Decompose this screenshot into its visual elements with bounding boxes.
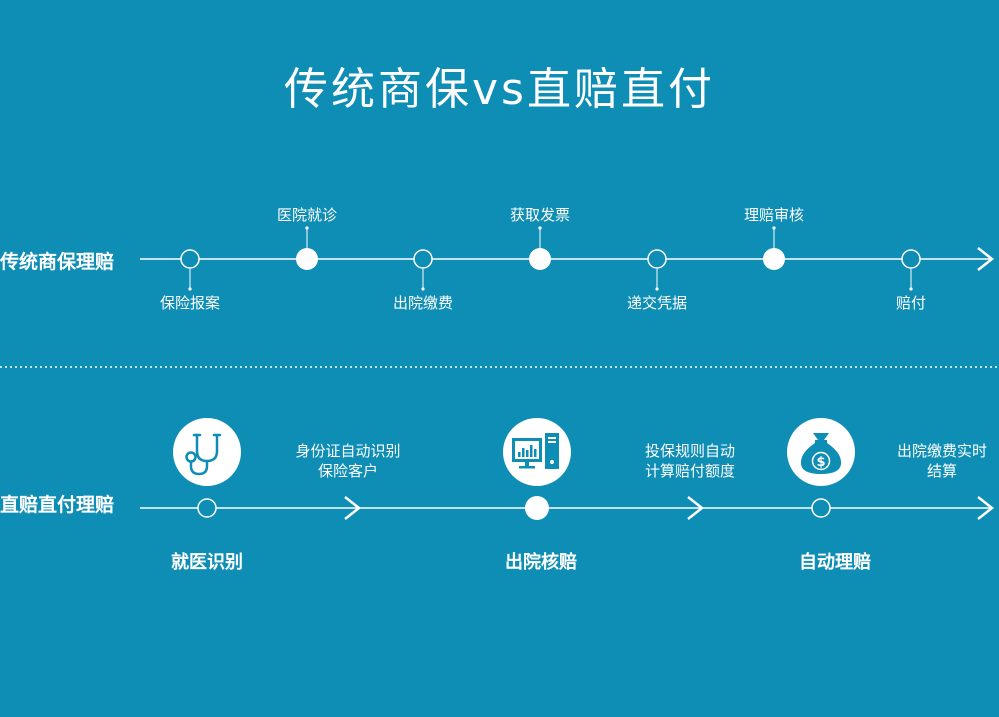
step-description: 身份证自动识别 保险客户 [295, 441, 400, 481]
traditional-row-label: 传统商保理赔 [0, 251, 115, 273]
timeline-node-filled [529, 248, 551, 270]
computer-chart-icon [503, 418, 571, 486]
connector-dot [772, 226, 776, 230]
timeline-node-hollow [180, 249, 200, 269]
timeline-node-filled [296, 248, 318, 270]
timeline-node-filled [525, 496, 549, 520]
description-line: 结算 [926, 462, 958, 480]
connector-dot [909, 287, 913, 291]
description-line: 出院缴费实时 [896, 442, 988, 460]
svg-text:$: $ [816, 455, 825, 470]
step-label-below: 赔付 [895, 294, 927, 312]
connector-dot [655, 287, 659, 291]
description-line: 计算赔付额度 [644, 462, 736, 480]
description-line: 保险客户 [317, 462, 379, 480]
timeline-node-hollow [647, 249, 667, 269]
description-line: 投保规则自动 [644, 442, 736, 460]
connector-dot [188, 287, 192, 291]
timeline-node-hollow [811, 498, 831, 518]
page-title: 传统商保vs直赔直付 [284, 64, 715, 115]
description-line: 身份证自动识别 [295, 442, 401, 460]
direct-arrow-head-1 [344, 496, 362, 520]
traditional-arrow-head [977, 247, 995, 271]
timeline-node-hollow [197, 498, 217, 518]
step-label-below: 保险报案 [159, 294, 221, 312]
step-description: 投保规则自动 计算赔付额度 [645, 441, 735, 481]
money-bag-icon: $ [787, 418, 855, 486]
timeline-node-hollow [413, 249, 433, 269]
step-label-above: 获取发票 [509, 206, 571, 224]
step-label-below: 出院缴费 [392, 294, 454, 312]
step-label-above: 医院就诊 [276, 206, 338, 224]
connector-dot [421, 287, 425, 291]
connector-dot [305, 226, 309, 230]
step-description: 出院缴费实时 结算 [897, 441, 987, 481]
direct-arrow-head-3 [977, 496, 995, 520]
direct-row-label: 直赔直付理赔 [0, 494, 115, 516]
stethoscope-icon [173, 418, 241, 486]
timeline-node-hollow [901, 249, 921, 269]
step-label-below: 递交凭据 [626, 294, 688, 312]
direct-arrow-head-2 [687, 496, 705, 520]
direct-step-title: 就医识别 [171, 552, 243, 573]
timeline-node-filled [763, 248, 785, 270]
step-label-above: 理赔审核 [743, 206, 805, 224]
connector-dot [538, 226, 542, 230]
direct-step-title: 出院核赔 [505, 552, 577, 573]
direct-step-title: 自动理赔 [799, 552, 871, 573]
